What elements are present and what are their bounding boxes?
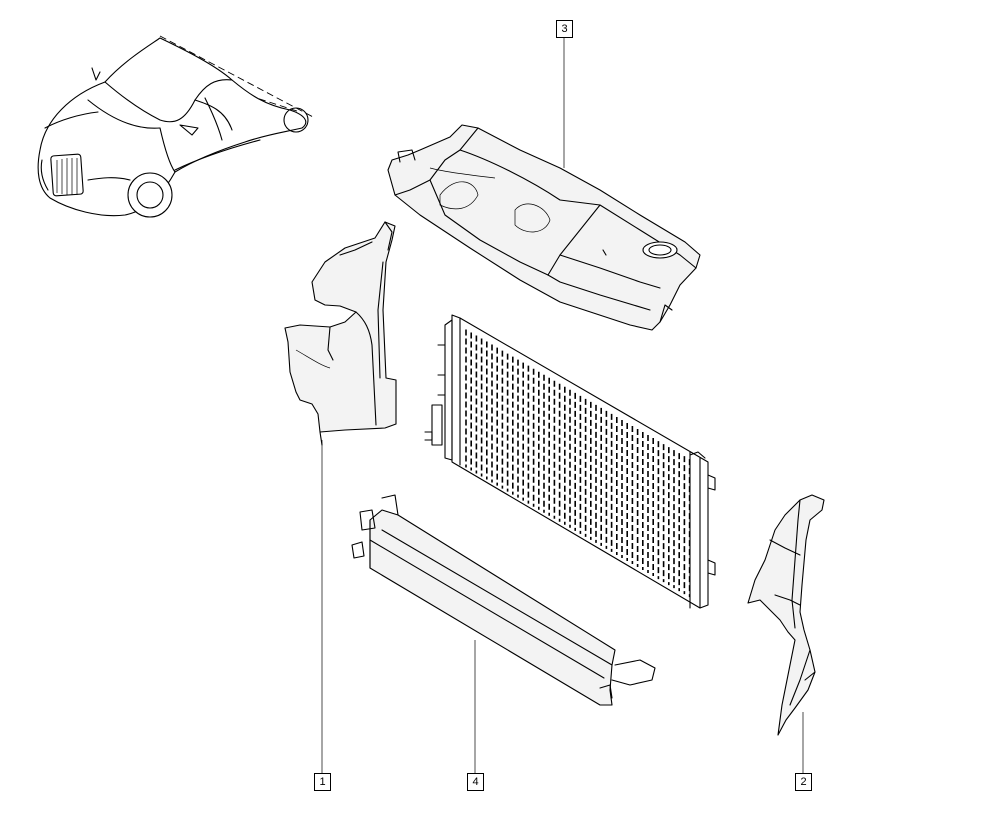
lower-air-guide-icon xyxy=(351,494,656,706)
callout-4: 4 xyxy=(467,773,484,791)
callout-2: 2 xyxy=(795,773,812,791)
radiator-condenser-icon xyxy=(424,314,716,609)
left-air-deflector-icon xyxy=(284,221,397,446)
upper-cross-member-icon xyxy=(387,124,701,331)
leader-lines xyxy=(321,36,804,774)
vehicle-location-icon xyxy=(37,35,316,218)
callout-1: 1 xyxy=(314,773,331,791)
callout-3: 3 xyxy=(556,20,573,38)
right-air-deflector-icon xyxy=(747,494,825,736)
